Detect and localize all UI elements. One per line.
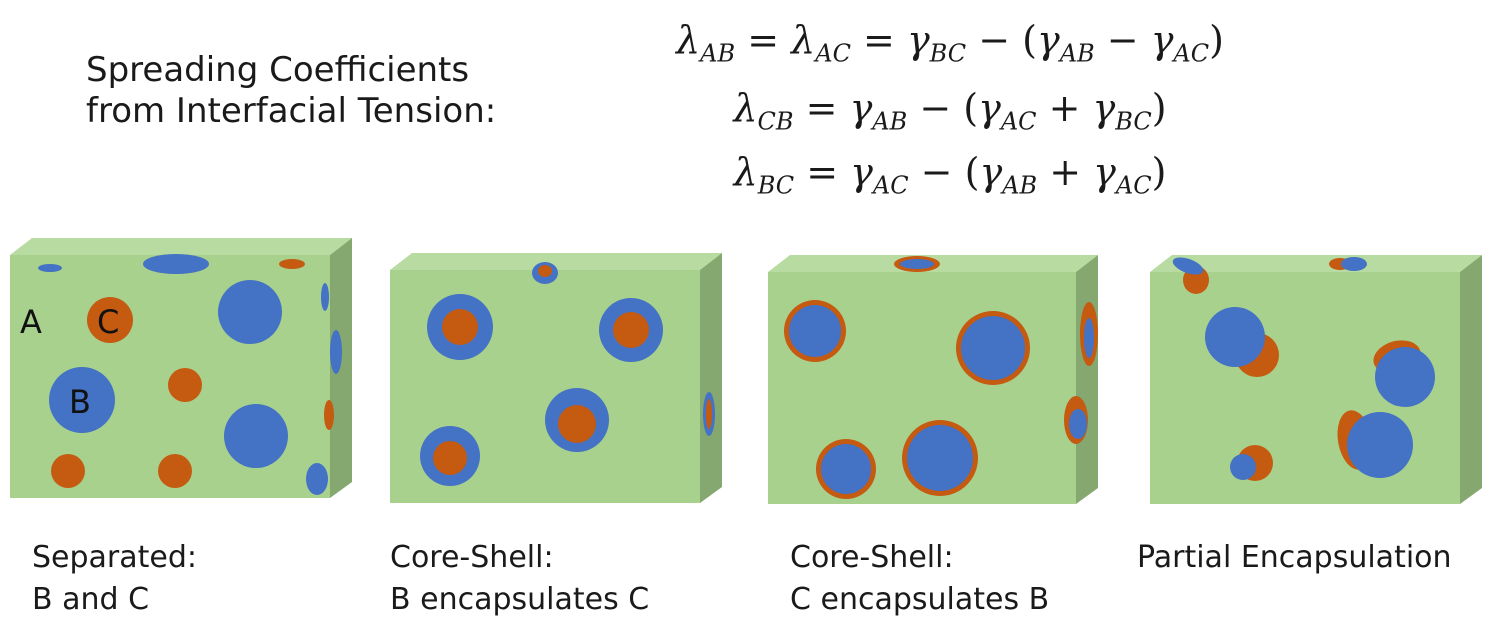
caption-c-encapsulates-b: Core-Shell: C encapsulates B [790,537,1049,621]
top-droplet-core-b [900,259,934,269]
side-droplet-c [324,400,334,430]
block-side-face [700,253,722,503]
diagram-heading: Spreading Coefficients from Interfacial … [86,50,496,132]
caption-line-1: Partial Encapsulation [1137,540,1452,575]
label-phase-c: C [97,303,119,341]
block-top-face [1150,255,1482,272]
side-droplet-core-b [1069,409,1087,439]
caption-line-2: C encapsulates B [790,582,1050,617]
droplet-c [158,454,192,488]
droplet-b [218,280,282,344]
panel-c-encapsulates-b [768,255,1098,504]
droplet-core-c [442,309,478,345]
droplet-partial-b [1205,307,1265,367]
equation-2: λCB = γAB − (γAC + γBC) [733,86,1167,136]
top-droplet-b [38,264,62,272]
label-phase-a: A [20,303,42,341]
panel-separated: A C B [10,238,352,498]
heading-line-1: Spreading Coefficients [86,50,470,90]
droplet-c [51,454,85,488]
panel-partial-encapsulation [1150,255,1482,504]
top-droplet-c [279,259,305,269]
droplet-c [168,368,202,402]
caption-line-1: Separated: [32,540,198,575]
top-droplet-core-c [538,265,552,277]
block-side-face [330,238,352,498]
caption-b-encapsulates-c: Core-Shell: B encapsulates C [390,537,649,621]
side-droplet-b [330,330,342,374]
droplet-partial-b [1375,347,1435,407]
top-droplet-b [1341,257,1367,271]
side-droplet-b [321,283,329,311]
side-droplet-b [306,463,328,495]
droplet-partial-b [1230,454,1256,480]
block-side-face [1460,255,1482,504]
side-droplet-core-b [1084,318,1094,358]
droplet-core-b [821,444,871,494]
caption-separated: Separated: B and C [32,537,197,621]
droplet-b [224,404,288,468]
block-side-face [1076,255,1098,504]
panel-b-encapsulates-c [390,253,722,503]
block-top-face [390,253,722,270]
top-droplet-b [143,254,209,274]
droplet-core-b [907,425,973,491]
droplet-partial-b [1347,412,1413,478]
equation-1: λAB = λAC = γBC − (γAB − γAC) [676,18,1224,68]
caption-line-1: Core-Shell: [390,540,554,575]
caption-partial-encapsulation: Partial Encapsulation [1137,537,1452,579]
equation-3: λBC = γAC − (γAB + γAC) [733,150,1167,200]
droplet-core-c [433,441,467,475]
caption-line-1: Core-Shell: [790,540,954,575]
droplet-core-b [789,305,841,357]
side-droplet-core-c [706,399,712,429]
block-top-face [10,238,352,255]
heading-line-2: from Interfacial Tension: [86,90,497,131]
droplet-b [49,367,115,433]
droplet-c [87,297,133,343]
top-droplet-b [1172,257,1204,275]
droplet-core-b [961,316,1025,380]
label-phase-b: B [69,383,91,421]
droplet-core-c [613,312,649,348]
caption-line-2: B and C [32,582,150,617]
droplet-core-c [558,405,596,443]
caption-line-2: B encapsulates C [390,582,650,617]
